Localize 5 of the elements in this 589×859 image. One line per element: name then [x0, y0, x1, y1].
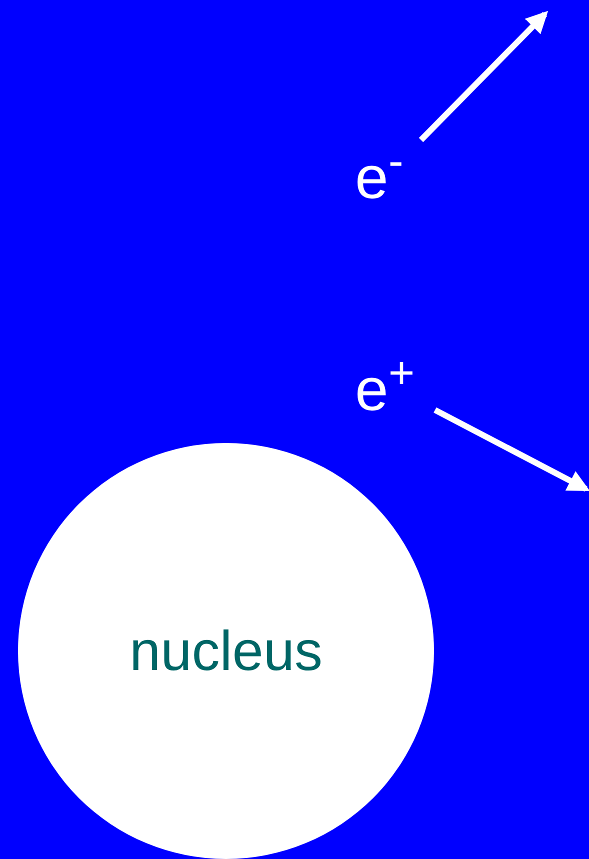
nucleus-label: nucleus [129, 623, 323, 679]
positron-label: e$^{+}$ [355, 358, 435, 422]
electron-label: e$^{-}$ [355, 140, 421, 216]
arrow [418, 10, 548, 142]
arrow [434, 407, 589, 492]
